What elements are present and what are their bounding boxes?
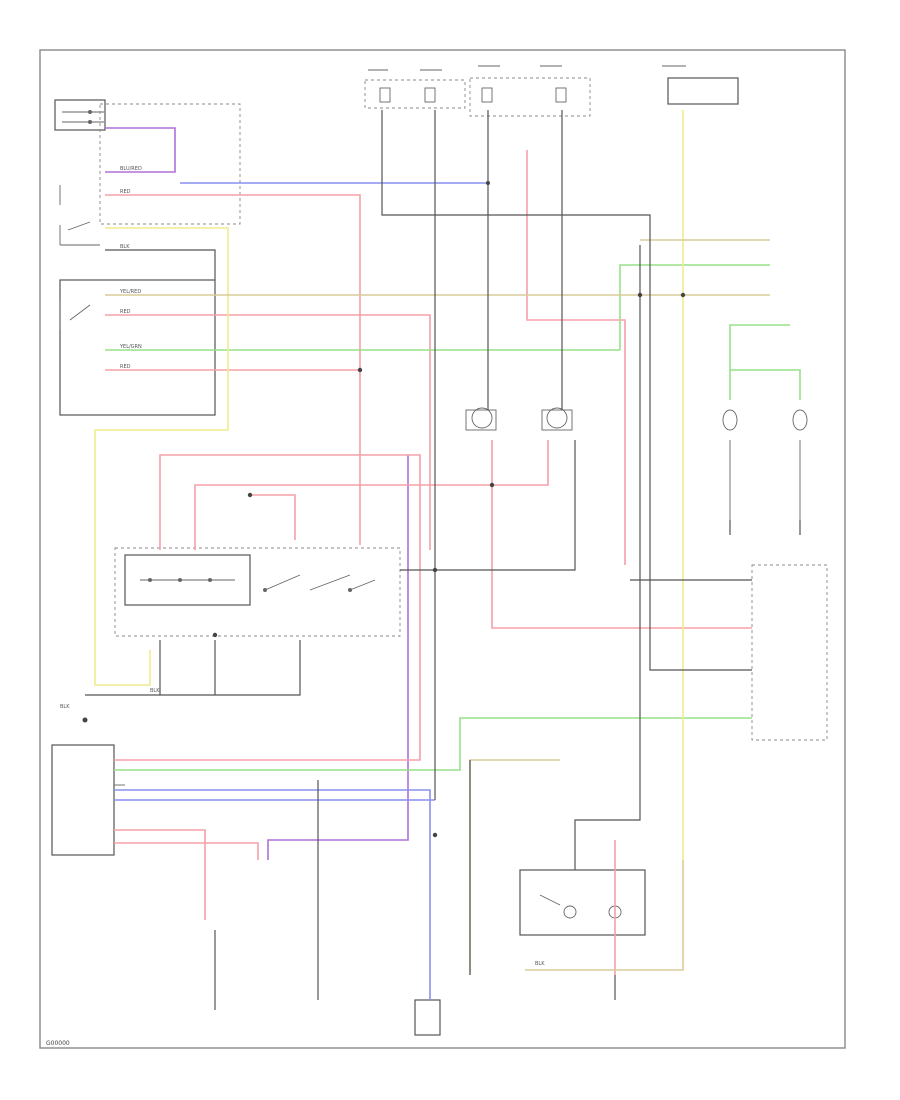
wire-red-8 xyxy=(114,829,206,920)
wire-black-13 xyxy=(729,520,801,535)
wire-black-1 xyxy=(381,110,752,671)
wire-black-3 xyxy=(105,249,216,280)
wire-label: BLK xyxy=(150,688,160,694)
wire-red-7 xyxy=(491,440,752,629)
wire-green-4 xyxy=(730,369,801,400)
wire-tan-3 xyxy=(469,759,560,975)
wire-label: BLK xyxy=(120,244,130,250)
wire-black-4 xyxy=(159,640,301,696)
wire-black-9 xyxy=(400,440,576,571)
wire-red-4 xyxy=(114,454,421,761)
sensor-box xyxy=(414,999,441,1036)
wire-label: YEL/GRN xyxy=(119,344,142,350)
left-relay-box xyxy=(59,279,216,416)
wire-labels: RED RED RED YEL/GRN YEL/RED BLU/RED BLK … xyxy=(60,166,545,967)
right-relay-module xyxy=(519,564,828,936)
wire-label: BLK xyxy=(535,961,545,967)
diagram-border xyxy=(39,49,846,1049)
wire-red-9 xyxy=(114,842,259,860)
wire-black-15 xyxy=(469,760,616,1000)
wire-green-5 xyxy=(114,717,752,771)
wire-black-11 xyxy=(574,245,641,870)
lamp-group-right xyxy=(722,409,808,520)
wire-label: BLK xyxy=(60,704,70,710)
wire-green-3 xyxy=(729,324,790,400)
splice-dots xyxy=(82,181,686,838)
wire-purple-1 xyxy=(105,127,176,173)
wire-green-2 xyxy=(619,264,770,350)
wire-red-6 xyxy=(526,150,626,565)
wire-red-5 xyxy=(194,440,549,550)
wire-yellow-1 xyxy=(94,227,229,686)
lamp-group-center xyxy=(465,407,573,431)
wire-red-1 xyxy=(105,194,361,545)
center-switch-assembly xyxy=(114,547,401,637)
figure-id: G00000 xyxy=(46,1040,70,1047)
wire-purple-2 xyxy=(267,455,409,860)
wire-tan-4 xyxy=(525,860,684,971)
wire-red-11 xyxy=(250,494,296,540)
wire-red-2 xyxy=(105,314,431,550)
left-switch-block xyxy=(54,99,241,246)
wire-label: RED xyxy=(120,364,131,370)
wire-label: RED xyxy=(120,189,131,195)
wire-label: BLU/RED xyxy=(120,166,142,172)
wire-label: YEL/RED xyxy=(119,289,141,295)
fuse-block-top xyxy=(364,65,739,117)
wire-blue-2 xyxy=(114,789,431,1000)
wire-label: RED xyxy=(120,309,131,315)
